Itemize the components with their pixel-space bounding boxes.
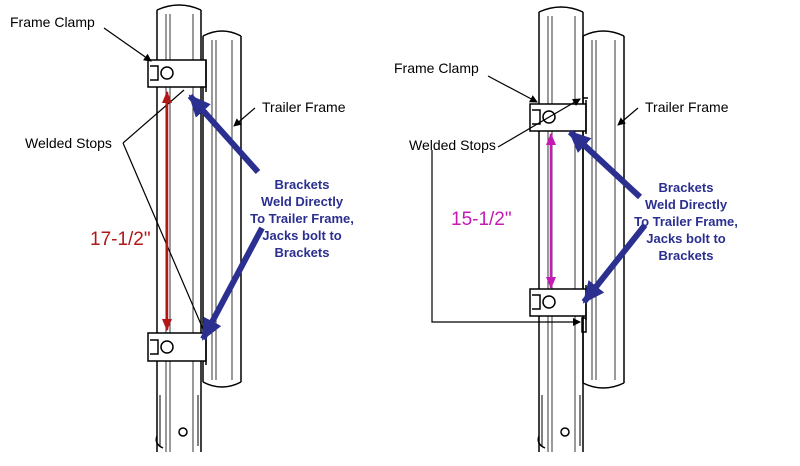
left-dimension-label: 17-1/2" [90,229,151,250]
right-bottom-welded-stop [581,317,587,333]
right-trailer-frame [582,30,625,389]
left-note-line-3: To Trailer Frame, [250,211,354,226]
right-note-line-4: Jacks bolt to [646,231,726,246]
left-bracket-arrow-bottom [200,226,265,341]
right-bracket-arrow-bottom [581,223,648,304]
right-bracket-note: Brackets Weld Directly To Trailer Frame,… [634,180,738,263]
left-trailer-frame-label: Trailer Frame [262,99,346,115]
right-frame-clamp-leader [487,75,538,103]
left-welded-stops-leader-top [122,89,185,144]
right-welded-stops-leader-top [497,98,581,148]
right-bracket-arrow-top [567,129,643,200]
right-trailer-frame-label: Trailer Frame [645,99,729,115]
left-note-line-2: Weld Directly [261,194,344,209]
left-note-line-4: Jacks bolt to [262,228,342,243]
left-bracket-arrow-top [187,93,261,175]
left-bracket-note: Brackets Weld Directly To Trailer Frame,… [250,177,354,260]
left-note-line-1: Brackets [275,177,330,192]
left-frame-clamp-label: Frame Clamp [10,14,95,30]
left-frame-clamp-leader [103,27,152,62]
left-trailer-frame-leader [233,107,256,127]
left-welded-stops-label: Welded Stops [25,135,112,151]
right-dimension-label: 15-1/2" [451,209,512,230]
right-welded-stops-label: Welded Stops [409,137,496,153]
right-note-line-2: Weld Directly [645,197,728,212]
right-bottom-frame-clamp [529,285,587,320]
right-panel: Frame Clamp Welded Stops Trailer Frame 1… [394,6,738,452]
left-top-frame-clamp [147,59,207,92]
right-jack-tube [537,6,584,452]
right-welded-stops-leader-bottom [431,150,581,326]
left-note-line-5: Brackets [275,245,330,260]
right-frame-clamp-label: Frame Clamp [394,60,479,76]
left-panel: Frame Clamp Welded Stops Trailer Frame 1… [10,4,354,452]
right-note-line-5: Brackets [659,248,714,263]
right-top-frame-clamp [529,97,588,134]
right-note-line-1: Brackets [659,180,714,195]
left-bottom-frame-clamp [147,332,207,365]
right-note-line-3: To Trailer Frame, [634,214,738,229]
right-trailer-frame-leader [617,107,639,126]
